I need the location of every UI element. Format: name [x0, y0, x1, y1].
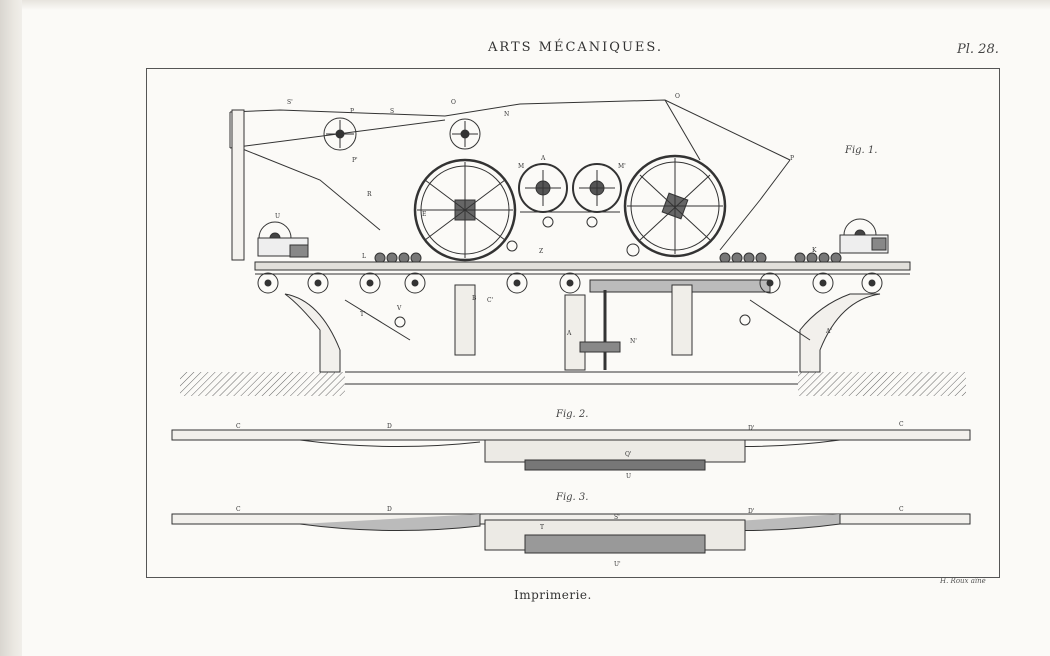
small-roller [626, 243, 640, 257]
ground-right [798, 372, 966, 396]
fig1-label: Fig. 1. [844, 145, 877, 156]
fig3-part-s: S' [614, 514, 620, 521]
engraver-signature: H. Roux aîné [940, 577, 986, 585]
right-impression-wheel [623, 154, 727, 258]
fig1-part-7: M [518, 163, 524, 170]
fig2-rack [524, 459, 706, 471]
left-inking-unit [257, 221, 309, 258]
fig1-part-3: O [451, 99, 456, 106]
press-top-frame [229, 99, 791, 161]
fig3-part-u: U' [614, 561, 621, 568]
page-top-edge [22, 0, 1050, 10]
fig1-part-23: P' [352, 157, 358, 164]
left-upper-frame [231, 109, 245, 261]
fig1-part-21: R [367, 191, 372, 198]
fig1-part-16: V [396, 305, 402, 312]
fig3-part-t: T [540, 524, 544, 531]
fig3-carriage [524, 534, 706, 554]
fig2-part-c-right: C [899, 421, 904, 428]
left-leg [284, 293, 341, 373]
fig1-part-9: M' [618, 163, 626, 170]
fig1-part-10: E [422, 211, 426, 218]
lower-gear [579, 341, 621, 353]
fig1-part-5: O [675, 93, 680, 100]
fig1-part-2: S [390, 108, 394, 115]
fig1-part-8: A [540, 155, 546, 162]
fig1-part-19: N' [630, 338, 637, 345]
fig1-part-13: L [362, 253, 366, 260]
roller-s [323, 117, 357, 151]
fig1-part-4: N [504, 111, 509, 118]
fig1-part-20: A [566, 330, 572, 337]
fig1-part-22: K [812, 247, 817, 254]
fig3-part-c-right: C [899, 506, 904, 513]
fig2-part-d-prime: D' [748, 425, 755, 432]
book-spine [0, 0, 24, 656]
roller-o [449, 118, 481, 150]
fig1-part-15: B [472, 295, 477, 302]
plate-header-title: ARTS MÉCANIQUES. [488, 40, 663, 55]
left-gear-m [518, 163, 568, 213]
right-leg [799, 293, 881, 373]
fig3-label: Fig. 3. [555, 492, 588, 503]
fig1-part-11: Z [539, 248, 543, 255]
fig1-part-18: T' [360, 311, 366, 318]
left-impression-wheel [413, 158, 517, 262]
fig3-part-d-prime: D' [748, 508, 755, 515]
press-bed [254, 261, 911, 271]
fig2-part-d: D [387, 423, 392, 430]
fig1-part-0: S' [287, 99, 293, 106]
fig2-label: Fig. 2. [555, 409, 588, 420]
fig2-part-q: Q' [625, 451, 632, 458]
fig1-part-14: C' [487, 297, 494, 304]
bed-wheels [257, 272, 883, 294]
fig2-part-u: U [626, 473, 631, 480]
fig1-part-17: A' [825, 328, 832, 335]
plate-caption: Imprimerie. [514, 588, 592, 602]
fig2-part-c-left: C [236, 423, 241, 430]
fig1-part-1: P [350, 108, 354, 115]
right-inking-unit [839, 218, 889, 254]
fig1-part-6: P [790, 155, 794, 162]
engraving-frame [146, 68, 1000, 578]
fig3-part-d: D [387, 506, 392, 513]
ground-left [180, 372, 345, 396]
right-gear-m [572, 163, 622, 213]
fig2-bed [171, 429, 971, 441]
fig3-part-c-left: C [236, 506, 241, 513]
plate-number: Pl. 28. [957, 42, 999, 57]
fig1-part-12: U [275, 213, 280, 220]
